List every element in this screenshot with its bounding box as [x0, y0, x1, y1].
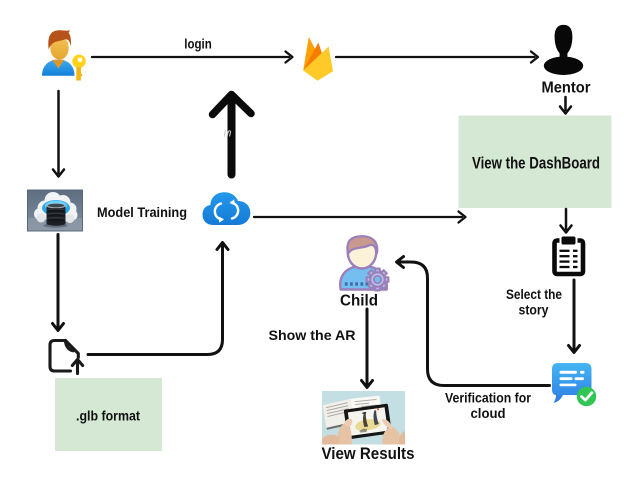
svg-text:Model Training: Model Training [97, 204, 187, 220]
svg-text:cloud: cloud [471, 405, 506, 421]
svg-text:story: story [519, 303, 549, 318]
svg-text:Mentor: Mentor [542, 80, 591, 97]
svg-text:View the DashBoard: View the DashBoard [472, 155, 600, 173]
svg-text:login: login [184, 37, 212, 52]
svg-text:Verification for: Verification for [445, 390, 531, 406]
svg-text:View Results: View Results [322, 445, 415, 463]
svg-text:.glb format: .glb format [76, 409, 140, 424]
svg-text:Child: Child [340, 293, 378, 310]
svg-text:Show the AR: Show the AR [269, 327, 356, 343]
svg-text:Select the: Select the [506, 287, 562, 302]
